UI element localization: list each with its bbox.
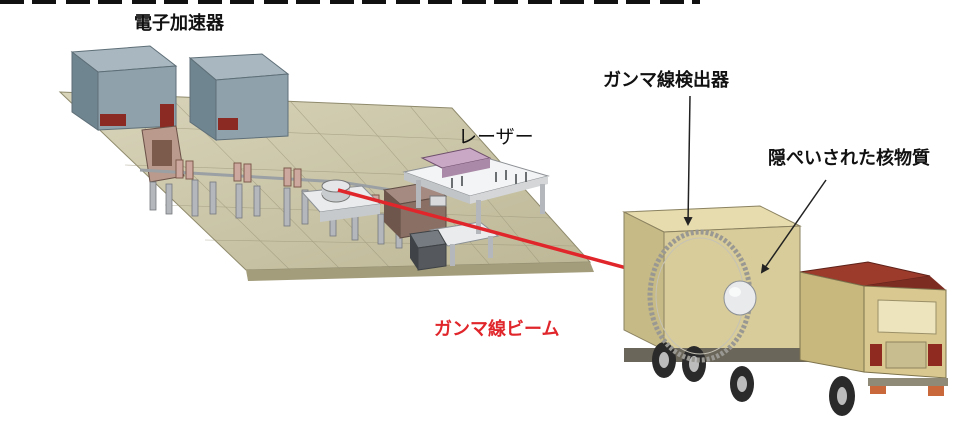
hidden-nuclear-material-icon <box>723 280 757 316</box>
truck-icon <box>622 205 948 416</box>
label-hidden-material: 隠ぺいされた核物質 <box>768 148 930 169</box>
target-chamber <box>300 179 382 222</box>
label-electron-accelerator: 電子加速器 <box>134 13 224 34</box>
label-laser: レーザー <box>458 126 534 148</box>
detector-pointer-arrow <box>683 95 693 226</box>
laser-table-icon <box>402 147 550 234</box>
beamline-magnets <box>175 159 380 214</box>
electron-accelerator-icon <box>70 45 290 183</box>
label-gamma-detector: ガンマ線検出器 <box>603 70 729 91</box>
accelerator-facility <box>58 45 594 281</box>
material-pointer-arrow <box>760 179 827 274</box>
label-gamma-beam: ガンマ線ビーム <box>434 319 560 340</box>
cropped-top-text-strip <box>0 0 972 6</box>
